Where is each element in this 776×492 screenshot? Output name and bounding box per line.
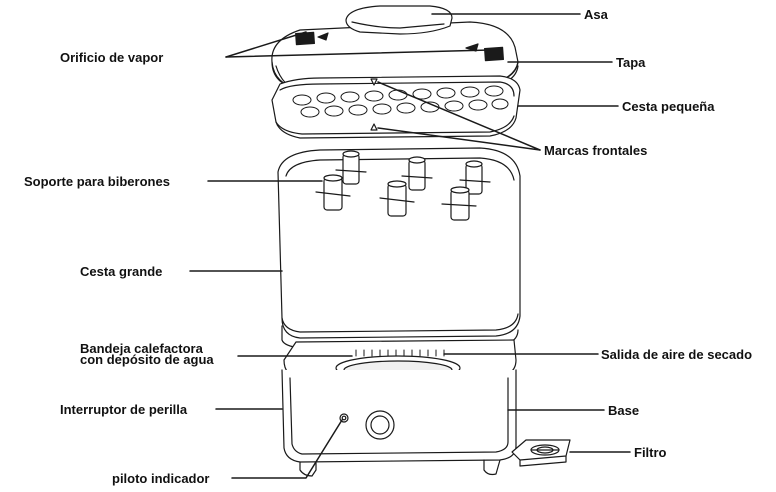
- label-tapa: Tapa: [616, 56, 645, 69]
- small-basket: [272, 76, 520, 138]
- label-salida: Salida de aire de secado: [601, 348, 776, 361]
- knob: [366, 411, 394, 439]
- label-bandeja-2: con depósito de agua: [80, 353, 214, 366]
- label-soporte: Soporte para biberones: [24, 175, 170, 188]
- label-interruptor: Interruptor de perilla: [60, 403, 187, 416]
- label-filtro: Filtro: [634, 446, 667, 459]
- label-asa: Asa: [584, 8, 608, 21]
- label-cesta-pequena: Cesta pequeña: [622, 100, 714, 113]
- large-basket: [278, 148, 520, 348]
- label-cesta-grande: Cesta grande: [80, 265, 162, 278]
- label-piloto: piloto indicador: [112, 472, 210, 485]
- label-orificio: Orificio de vapor: [60, 51, 163, 64]
- label-base: Base: [608, 404, 639, 417]
- label-marcas: Marcas frontales: [544, 144, 647, 157]
- filter: [512, 440, 570, 466]
